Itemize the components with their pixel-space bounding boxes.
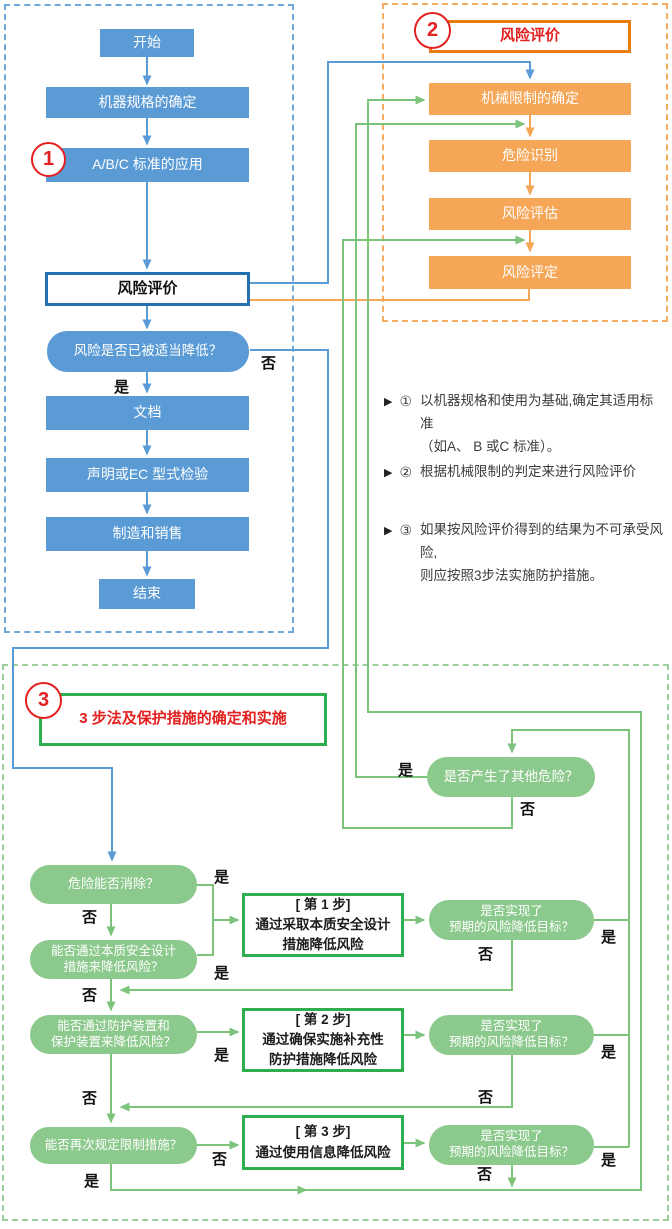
label-yes-goal-3: 是: [601, 1152, 617, 1169]
label-yes-limits-again: 是: [84, 1173, 100, 1190]
label-yes-risk-lowered: 是: [114, 379, 130, 396]
note-1: ▶ ① 以机器规格和使用为基础,确定其适用标准 （如A、 B 或C 标准）。: [384, 390, 659, 459]
node-documentation: 文档: [46, 396, 249, 430]
node-risk-assessment: 风险评价: [45, 272, 250, 306]
label-yes-goal-2: 是: [601, 1044, 617, 1061]
node-hazard-identification: 危险识别: [429, 140, 631, 172]
label-no-other-hazards: 否: [520, 801, 536, 818]
section2-frame: [382, 3, 668, 322]
section1-frame: [4, 4, 294, 633]
node-goal-question-1: 是否实现了 预期的风险降低目标？: [429, 900, 594, 940]
node-manufacture-sales: 制造和销售: [46, 517, 249, 551]
node-eliminate-question: 危险能否消除？: [30, 865, 197, 904]
node-declaration-ec: 声明或EC 型式检验: [46, 458, 249, 492]
node-goal-question-3: 是否实现了 预期的风险降低目标？: [429, 1125, 594, 1165]
section3-frame: [2, 664, 669, 1221]
label-no-inherent: 否: [82, 987, 98, 1004]
node-step2: [ 第 2 步] 通过确保实施补充性 防护措施降低风险: [242, 1008, 404, 1072]
note-1-text: 以机器规格和使用为基础,确定其适用标准 （如A、 B 或C 标准）。: [420, 393, 654, 454]
label-no-safeguard: 否: [82, 1090, 98, 1107]
section3-title: 3 步法及保护措施的确定和实施: [39, 693, 327, 746]
label-yes-safeguard: 是: [214, 1047, 230, 1064]
node-risk-lowered-question: 风险是否已被适当降低？: [47, 331, 249, 372]
node-safeguard-question: 能否通过防护装置和 保护装置来降低风险？: [30, 1015, 197, 1054]
label-no-limits-again: 否: [212, 1151, 228, 1168]
node-machine-limits: 机械限制的确定: [429, 83, 631, 115]
label-no-eliminate: 否: [82, 909, 98, 926]
note-1-number: ①: [399, 393, 413, 409]
node-step3: [ 第 3 步] 通过使用信息降低风险: [242, 1115, 404, 1170]
node-step1: [ 第 1 步] 通过采取本质安全设计 措施降低风险: [242, 893, 404, 957]
label-no-goal-3: 否: [477, 1166, 493, 1183]
node-risk-evaluation: 风险评定: [429, 256, 631, 289]
label-yes-goal-1: 是: [601, 929, 617, 946]
node-other-hazards-question: 是否产生了其他危险？: [427, 757, 595, 797]
label-no-goal-1: 否: [478, 946, 494, 963]
node-machine-spec: 机器规格的确定: [46, 87, 249, 118]
note-2: ▶ ② 根据机械限制的判定来进行风险评价: [384, 461, 659, 485]
note-bullet-icon: ▶: [384, 525, 393, 537]
label-yes-inherent: 是: [214, 965, 230, 982]
node-inherent-design-question: 能否通过本质安全设计 措施来降低风险？: [30, 940, 197, 979]
node-abc-standards: A/B/C 标准的应用: [46, 148, 249, 182]
node-risk-estimation: 风险评估: [429, 198, 631, 230]
node-limits-again-question: 能否再次规定限制措施？: [30, 1127, 197, 1164]
label-yes-eliminate: 是: [214, 869, 230, 886]
label-yes-other-hazards: 是: [398, 762, 414, 779]
note-3-number: ③: [399, 522, 413, 538]
node-start: 开始: [100, 29, 194, 57]
node-goal-question-2: 是否实现了 预期的风险降低目标？: [429, 1015, 594, 1055]
note-2-number: ②: [399, 464, 413, 480]
node-end: 结束: [99, 579, 195, 609]
note-3-text: 如果按风险评价得到的结果为不可承受风险, 则应按照3步法实施防护措施。: [420, 522, 664, 583]
section2-title: 风险评价: [429, 20, 631, 53]
badge-section1: 1: [31, 142, 66, 177]
label-no-goal-2: 否: [478, 1089, 494, 1106]
note-2-text: 根据机械限制的判定来进行风险评价: [420, 464, 637, 479]
badge-section2: 2: [414, 12, 451, 49]
note-bullet-icon: ▶: [384, 467, 393, 479]
note-3: ▶ ③ 如果按风险评价得到的结果为不可承受风险, 则应按照3步法实施防护措施。: [384, 519, 664, 588]
badge-section3: 3: [25, 682, 62, 719]
note-bullet-icon: ▶: [384, 396, 393, 408]
label-no-risk-lowered: 否: [261, 355, 277, 372]
